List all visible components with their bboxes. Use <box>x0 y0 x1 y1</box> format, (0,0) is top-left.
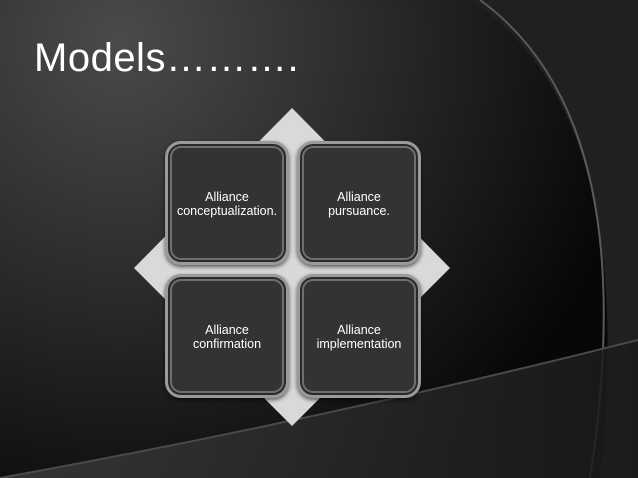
diagram-box-conceptualization: Alliance conceptualization. <box>165 141 289 265</box>
background-bottom-band <box>0 340 638 478</box>
background-bottom-arc <box>0 339 638 478</box>
box-label-line: Alliance <box>337 190 381 204</box>
diagram-box-implementation: Alliance implementation <box>297 274 421 398</box>
box-label-line: conceptualization. <box>176 204 278 218</box>
box-label-line: Alliance <box>205 190 249 204</box>
box-label-line: pursuance. <box>328 204 390 218</box>
box-label-confirmation: Alliance confirmation <box>168 323 286 351</box>
box-label-line: confirmation <box>192 337 262 351</box>
diagram-box-pursuance: Alliance pursuance. <box>297 141 421 265</box>
background-right-band <box>470 0 638 478</box>
box-label-pursuance: Alliance pursuance. <box>300 190 418 218</box>
box-label-line: implementation <box>316 337 402 351</box>
box-label-line: Alliance <box>337 323 381 337</box>
box-label-conceptualization: Alliance conceptualization. <box>168 190 286 218</box>
box-label-line: Alliance <box>205 323 249 337</box>
diagram-box-confirmation: Alliance confirmation <box>165 274 289 398</box>
slide-title: Models………. <box>34 36 300 80</box>
box-label-implementation: Alliance implementation <box>300 323 418 351</box>
